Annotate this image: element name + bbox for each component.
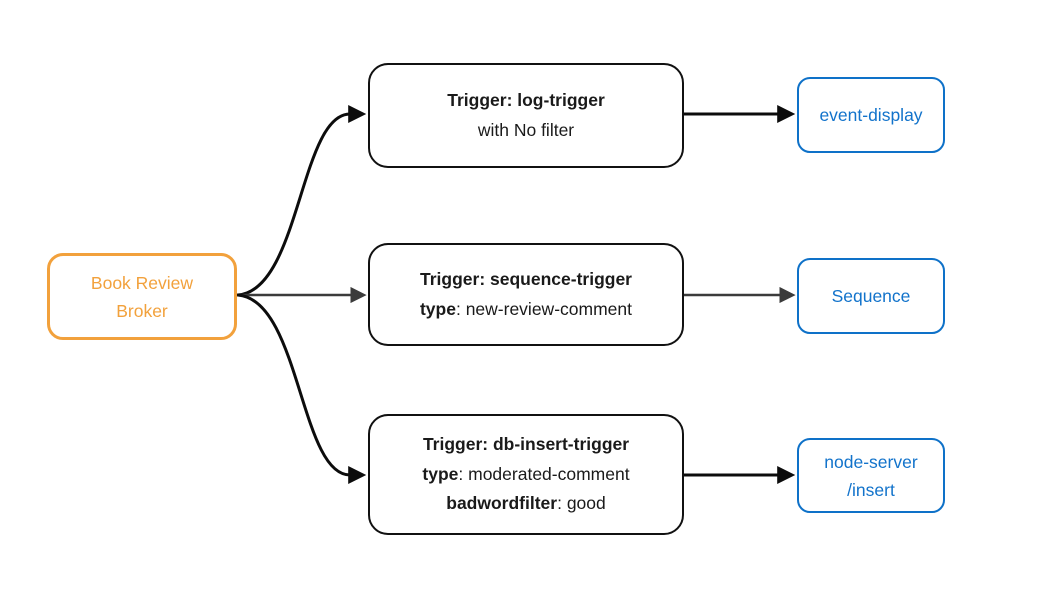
sink-label-line2: /insert xyxy=(847,479,895,500)
sink-label: Sequence xyxy=(831,286,911,306)
trigger-filter-key: type xyxy=(419,298,456,319)
edge-broker-to-db-insert-trigger xyxy=(236,293,367,484)
trigger-filter-line: type: new-review-comment xyxy=(420,295,632,325)
trigger-title: Trigger: db-insert-trigger xyxy=(422,434,630,455)
broker-node: Book Review Broker xyxy=(47,253,237,340)
edge-broker-to-log-trigger xyxy=(236,105,367,297)
trigger-title: Trigger: sequence-trigger xyxy=(420,269,632,289)
trigger-title: Trigger: log-trigger xyxy=(447,90,605,110)
trigger-node-sequence-trigger: Trigger: sequence-trigger type: new-revi… xyxy=(368,243,684,346)
broker-label-line1: Book Review xyxy=(90,272,194,293)
sink-node-node-server-insert: node-server /insert xyxy=(797,438,945,513)
trigger-filter-value: with No filter xyxy=(477,119,575,140)
trigger-filter-value: : moderated-comment xyxy=(458,463,630,484)
trigger-node-db-insert-trigger: Trigger: db-insert-trigger type: moderat… xyxy=(368,414,684,535)
trigger-filter-line: with No filter xyxy=(478,116,574,146)
trigger-filter-value: : good xyxy=(557,493,606,514)
trigger-node-log-trigger: Trigger: log-trigger with No filter xyxy=(368,63,684,168)
sink-node-sequence: Sequence xyxy=(797,258,945,334)
trigger-filter-value: : new-review-comment xyxy=(455,298,632,319)
trigger-filter-key: type xyxy=(422,463,459,484)
trigger-filter-line: type: moderated-comment xyxy=(422,460,629,490)
sink-node-event-display: event-display xyxy=(797,77,945,153)
trigger-filter-key: badwordfilter xyxy=(446,493,558,514)
broker-label-line2: Broker xyxy=(116,300,168,321)
sink-label: event-display xyxy=(819,105,923,125)
trigger-filter-line: badwordfilter: good xyxy=(446,489,606,519)
sink-label-line1: node-server xyxy=(824,451,918,472)
